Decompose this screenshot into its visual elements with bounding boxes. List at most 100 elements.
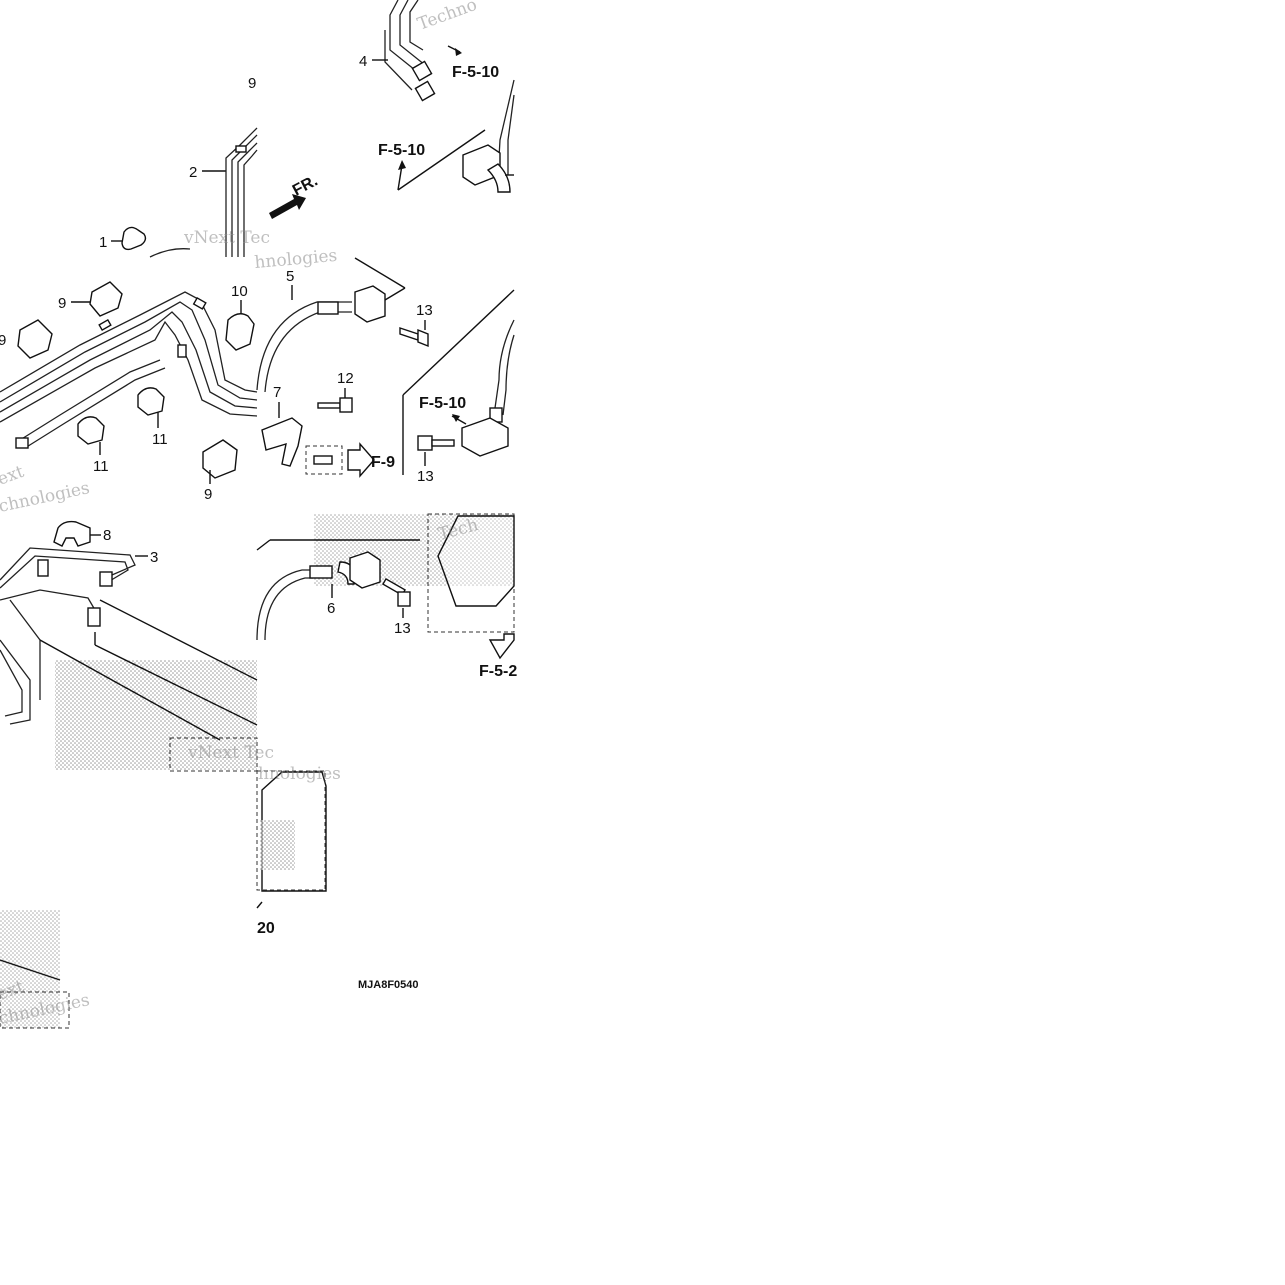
label-9-a: 9 [58, 295, 66, 312]
flare-nut-4 [37, 559, 49, 577]
bracket-7 [261, 417, 303, 467]
label-1: 1 [99, 234, 107, 251]
joint-block-right [461, 417, 509, 457]
dashed-box-left [169, 737, 258, 772]
label-5: 5 [286, 268, 294, 285]
bolt-13-a-head [417, 328, 429, 348]
label-8: 8 [103, 527, 111, 544]
watermark-1: vNext Tec [183, 228, 270, 248]
hose-top-b [507, 94, 515, 175]
label-3: 3 [150, 549, 158, 566]
frame-line-bottom [0, 959, 61, 981]
ref-20: 20 [257, 920, 275, 937]
dashed-box-bottom [0, 991, 70, 1029]
pipe-lower-a [0, 589, 96, 611]
watermark-6: vNext Tec [187, 743, 274, 763]
pipe-2-d [243, 149, 258, 257]
ref-line-low-a [99, 599, 258, 681]
ref-f-5-10-c: F-5-10 [419, 395, 466, 412]
ref-line-2 [397, 129, 486, 191]
clamp-8 [53, 520, 91, 547]
clamp-11-b [77, 416, 105, 445]
hose-fitting-6 [309, 565, 333, 579]
ref-line-2b [397, 164, 403, 191]
label-11-b: 11 [93, 458, 109, 475]
watermark-7: hnologies [258, 764, 341, 784]
clamp-1 [121, 226, 147, 251]
tile-mid-left: 9 9 10 11 11 9 hnologies ext chnologies [0, 246, 338, 517]
pipe-mid-e [19, 359, 161, 441]
dashed-box-f9 [305, 445, 343, 475]
hose-6-b [264, 577, 313, 641]
pipe-loop-c [9, 599, 41, 700]
tile-top-left: 9 2 1 FR. vNext Tec [99, 75, 321, 258]
pipe-hint [149, 248, 191, 258]
pipe-loop-a [0, 639, 31, 725]
shaded-area-bottom [0, 910, 60, 1028]
tile-top-middle: 4 F-5-10 F-5-10 Techno [359, 0, 515, 193]
hose-5-a [256, 301, 352, 391]
flare-nut-3 [15, 437, 29, 449]
flare-nut-2 [414, 80, 436, 102]
pipe-3-a [0, 547, 136, 581]
tile-low-middle: 6 13 F-5-2 Tech [256, 513, 517, 680]
clamp-9-a [89, 281, 123, 317]
label-4: 4 [359, 53, 367, 70]
label-6: 6 [327, 600, 335, 617]
pipe-2-a [225, 127, 258, 257]
label-7: 7 [273, 384, 281, 401]
label-9-top: 9 [248, 75, 256, 92]
label-13-a: 13 [416, 302, 433, 319]
tile-mid-middle: 5 13 12 7 F-9 F-5-10 13 [256, 257, 515, 485]
pipe-3-b [0, 555, 129, 589]
flare-nut-1 [411, 60, 433, 82]
ref-arrowhead-1 [455, 48, 462, 56]
bolt-f9 [313, 455, 333, 465]
pipe-2-c [237, 142, 258, 257]
joint-block-6 [349, 551, 381, 589]
fr-arrow-icon [269, 194, 306, 219]
diagram-code: MJA8F0540 [358, 979, 419, 991]
ref-arrowhead-2 [398, 160, 406, 170]
label-9-c: 9 [204, 486, 212, 503]
pipe-joint-3 [177, 344, 187, 358]
clamp-10 [225, 313, 255, 351]
watermark-2: hnologies [254, 246, 338, 273]
flare-nut-5 [99, 571, 113, 587]
frame-line-a [256, 539, 271, 551]
ref-arrow-f9-icon [347, 442, 375, 478]
ref-f-9: F-9 [371, 454, 395, 471]
hose-fitting-5 [317, 301, 339, 315]
shaded-area-left [55, 660, 257, 770]
modulator-shading [260, 820, 295, 870]
bolt-13-a-shank [399, 327, 419, 341]
abs-unit-outline [437, 515, 515, 607]
tile-low-left: 8 3 vNext Tec [0, 520, 274, 772]
bolt-13-b-head [417, 435, 433, 451]
pipe-joint-4 [192, 296, 207, 310]
ref-line-low-d [39, 639, 221, 741]
ref-arrowhead-3 [452, 414, 460, 422]
hose-6-a [256, 569, 312, 641]
pipe-4-c [409, 0, 424, 51]
pipe-mid-c [0, 311, 258, 413]
bolt-13-c-head [397, 591, 411, 607]
ref-arrow-f5-2-icon [488, 633, 515, 660]
banjo-elbow-top [486, 163, 511, 193]
pipe-mid-f [24, 367, 166, 449]
label-10: 10 [231, 283, 248, 300]
hose-5-b [264, 311, 352, 393]
ref-f-5-10-a: F-5-10 [452, 64, 499, 81]
watermark-4: ext [0, 462, 27, 490]
clamp-11-a [137, 387, 165, 416]
pipe-joint-2 [98, 318, 112, 332]
pipe-loop-b [0, 649, 23, 717]
bolt-12-head [339, 397, 353, 413]
pipe-mid-b [0, 301, 258, 403]
pipe-4-d [384, 30, 413, 91]
ref-f-5-2: F-5-2 [479, 663, 517, 680]
pipe-joint [235, 145, 247, 153]
ref-line-low-c [94, 644, 258, 726]
